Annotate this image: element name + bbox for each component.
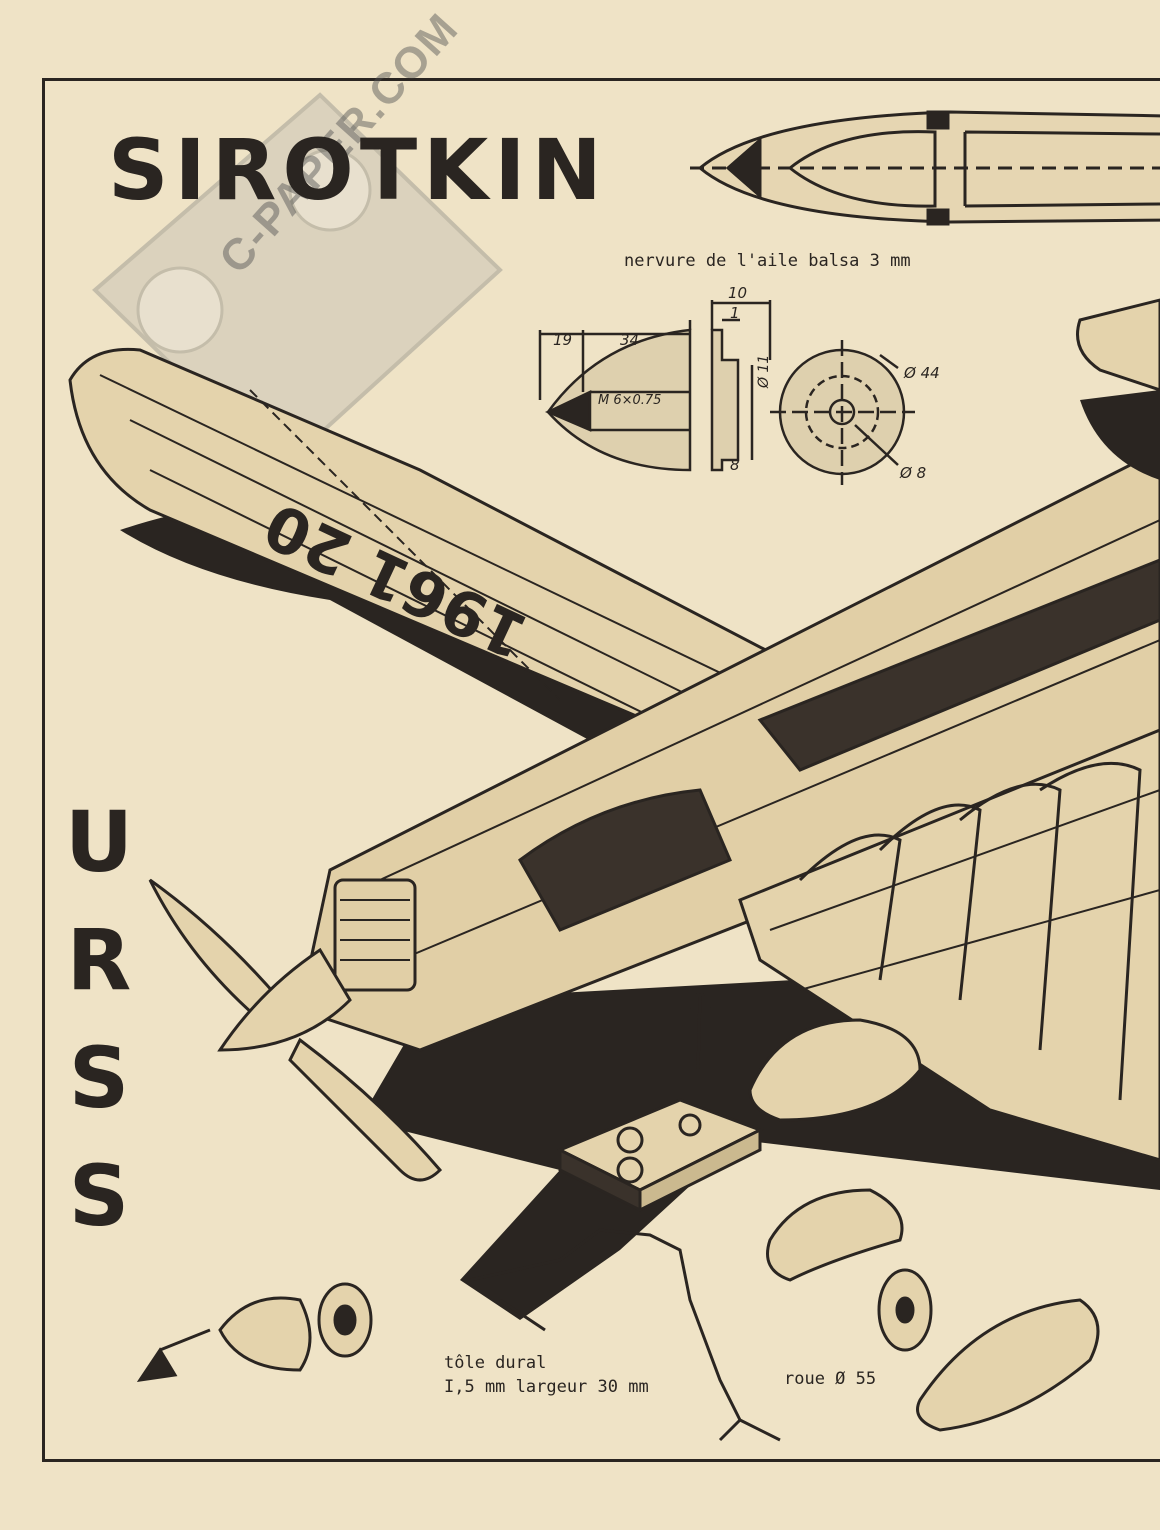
model-title: SIROTKIN bbox=[108, 121, 608, 219]
dim-10: 10 bbox=[728, 284, 747, 302]
landing-gear bbox=[469, 1228, 781, 1442]
wing-rib-profile bbox=[690, 110, 1160, 226]
country-letter-4: S bbox=[68, 1147, 130, 1245]
page-border bbox=[42, 78, 1160, 1462]
spinner-parts bbox=[136, 1282, 373, 1382]
control-plate bbox=[556, 1098, 764, 1213]
landing-gear-caption-line1: tôle dural bbox=[444, 1353, 547, 1373]
spinner-dimension-drawing: 19 34 10 1 Ø 11 8 M 6×0.75 Ø 44 Ø 8 bbox=[538, 284, 940, 485]
dim-19: 19 bbox=[553, 331, 572, 349]
right-wing bbox=[738, 728, 1160, 1162]
dim-44: Ø 44 bbox=[903, 364, 940, 382]
wheel-pant bbox=[748, 1018, 922, 1122]
landing-gear-caption-line2: I,5 mm largeur 30 mm bbox=[444, 1377, 649, 1397]
assembly-arrow bbox=[688, 986, 712, 1071]
dim-8: 8 bbox=[730, 456, 740, 474]
dim-1: 1 bbox=[730, 304, 740, 322]
wheel-caption: roue Ø 55 bbox=[784, 1369, 877, 1389]
wheel-parts bbox=[766, 1188, 1100, 1432]
rib-caption: nervure de l'aile balsa 3 mm bbox=[624, 251, 911, 271]
dim-8b: Ø 8 bbox=[899, 464, 926, 482]
country-letter-2: R bbox=[66, 911, 132, 1009]
country-label: U R S S bbox=[62, 800, 136, 1272]
dim-34: 34 bbox=[620, 331, 639, 349]
fuselage bbox=[298, 448, 1160, 1052]
propeller bbox=[148, 878, 443, 1182]
dim-11: Ø 11 bbox=[756, 355, 772, 389]
wing-shadow bbox=[120, 502, 760, 800]
country-letter-3: S bbox=[68, 1029, 130, 1127]
stabilizer-shadow bbox=[1080, 390, 1160, 480]
stabilizer bbox=[1076, 298, 1160, 392]
engine bbox=[333, 878, 417, 992]
dim-thread: M 6×0.75 bbox=[598, 393, 661, 408]
country-letter-1: U bbox=[64, 793, 134, 891]
